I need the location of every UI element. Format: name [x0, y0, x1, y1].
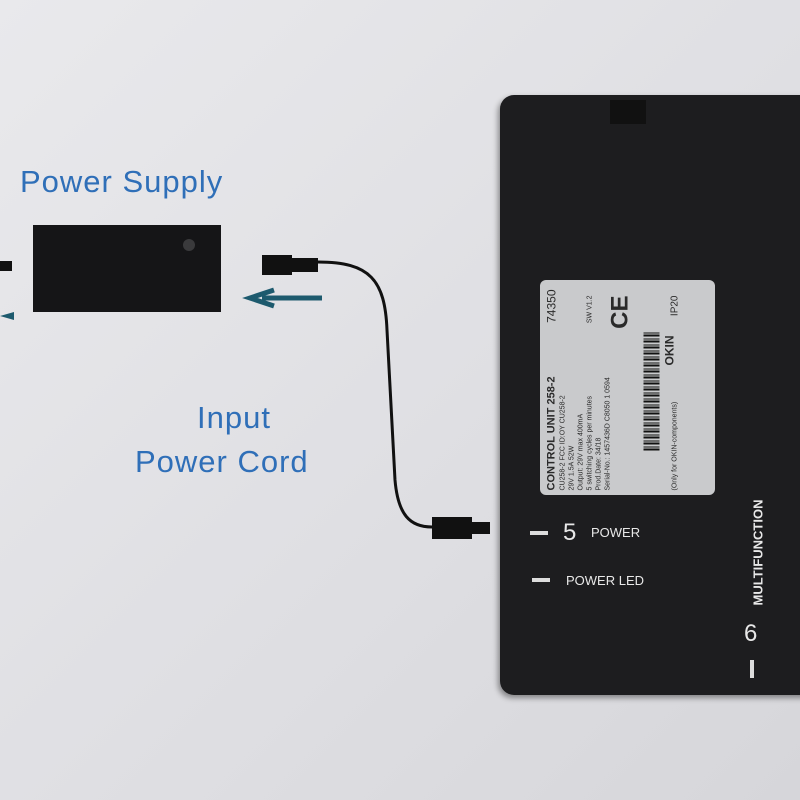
ip-rating: IP20 — [669, 295, 680, 316]
left-arrow-icon — [0, 312, 14, 320]
power-supply — [33, 225, 221, 312]
left-connector — [0, 261, 12, 271]
product-label-content: CONTROL UNIT 258-2 74350 CU258-2 FCC ID:… — [544, 285, 710, 490]
label-sw: SW V1.2 — [586, 295, 593, 323]
power-led — [532, 578, 550, 582]
psu-indicator — [183, 239, 195, 251]
product-label: CONTROL UNIT 258-2 74350 CU258-2 FCC ID:… — [540, 280, 715, 495]
port-6-indicator — [750, 660, 754, 678]
port-5-indicator — [530, 531, 548, 535]
label-line: Output: 29V max 400mA — [577, 413, 584, 490]
port-5-number: 5 — [563, 519, 577, 546]
label-line: (Only for OKIN-components) — [671, 401, 678, 490]
power-cord-label: Power Cord — [135, 444, 309, 479]
port-5-label: POWER — [591, 525, 641, 540]
control-unit-notch — [610, 100, 646, 124]
input-label: Input — [197, 400, 271, 435]
label-line: Prod.Date: 34/18 — [595, 437, 602, 490]
cord-connector-bottom — [432, 517, 472, 539]
label-line: 29V 1.5A 52W — [568, 445, 575, 490]
cord-connector-bottom-plug — [472, 522, 490, 534]
ce-mark: CE — [606, 295, 633, 329]
power-led-label: POWER LED — [566, 573, 645, 588]
label-part-number: 74350 — [544, 289, 558, 323]
cord-connector-top — [262, 255, 292, 275]
arrow-left-icon — [242, 287, 322, 309]
power-supply-label: Power Supply — [20, 164, 224, 199]
brand-logo: OKIN — [662, 335, 676, 365]
barcode — [643, 330, 659, 450]
port-6-label: MULTIFUNCTION — [750, 499, 766, 606]
input-power-cord — [317, 260, 433, 529]
label-line: CU258-2 FCC ID:OY CU258-2 — [559, 394, 566, 490]
port-6-number: 6 — [744, 620, 758, 647]
cord-connector-top-plug — [292, 258, 318, 272]
